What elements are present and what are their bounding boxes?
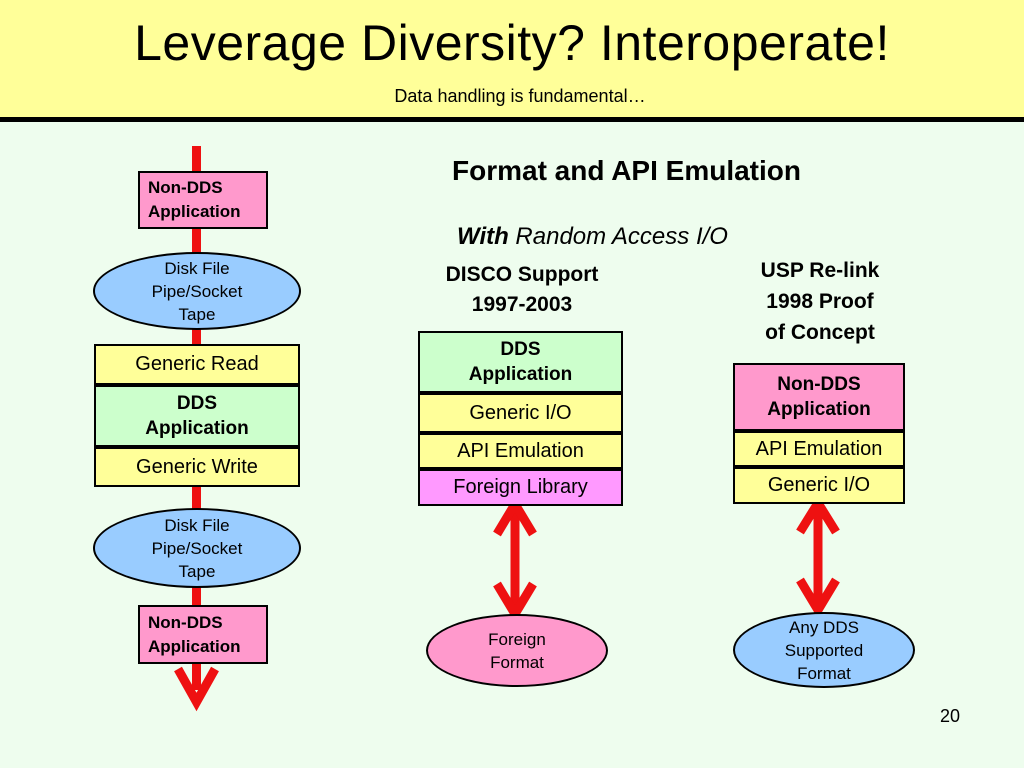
left-top-non-dds-application: Non-DDS Application	[138, 171, 268, 229]
left-generic-read: Generic Read	[94, 344, 300, 385]
left-bottom-medium-ellipse: Disk File Pipe/Socket Tape	[93, 508, 301, 588]
disco-foreign-format-ellipse: Foreign Format	[426, 614, 608, 687]
emulation-subheading-bold: With	[457, 223, 509, 250]
disco-foreign-library: Foreign Library	[418, 469, 623, 506]
left-dds-application: DDS Application	[94, 385, 300, 447]
left-generic-write: Generic Write	[94, 447, 300, 487]
usp-heading: USP Re-link 1998 Proof of Concept	[760, 259, 880, 344]
emulation-subheading: With Random Access I/O	[457, 195, 877, 251]
left-bottom-non-dds-application: Non-DDS Application	[138, 605, 268, 664]
usp-generic-io: Generic I/O	[733, 467, 905, 504]
disco-generic-io: Generic I/O	[418, 393, 623, 433]
emulation-subheading-italic: Random Access I/O	[508, 223, 728, 250]
slide-title: Leverage Diversity? Interoperate!	[134, 15, 890, 71]
page-number: 20	[939, 706, 961, 726]
disco-dds-application: DDS Application	[418, 331, 623, 393]
usp-api-emulation: API Emulation	[733, 431, 905, 467]
emulation-heading: Format and API Emulation	[452, 155, 801, 186]
left-flow-arrowhead	[174, 666, 219, 712]
disco-heading: DISCO Support 1997-2003	[445, 263, 599, 316]
slide-subtitle: Data handling is fundamental…	[394, 86, 646, 106]
usp-double-arrow	[796, 494, 840, 619]
left-top-medium-ellipse: Disk File Pipe/Socket Tape	[93, 252, 301, 330]
disco-double-arrow	[493, 495, 537, 623]
title-banner: Leverage Diversity? Interoperate! Data h…	[0, 0, 1024, 122]
usp-non-dds-application: Non-DDS Application	[733, 363, 905, 431]
usp-any-dds-format-ellipse: Any DDS Supported Format	[733, 612, 915, 688]
disco-api-emulation: API Emulation	[418, 433, 623, 469]
